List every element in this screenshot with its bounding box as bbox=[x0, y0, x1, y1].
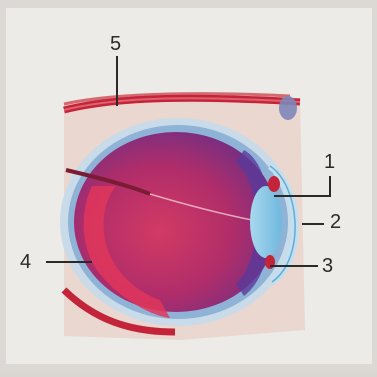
label-2: 2 bbox=[330, 212, 341, 232]
label-5: 5 bbox=[110, 34, 121, 54]
iris-upper bbox=[268, 176, 280, 192]
label-3: 3 bbox=[322, 256, 333, 276]
label-1: 1 bbox=[324, 152, 335, 172]
small-vessel-cross-section bbox=[279, 96, 297, 120]
label-4: 4 bbox=[20, 252, 31, 272]
